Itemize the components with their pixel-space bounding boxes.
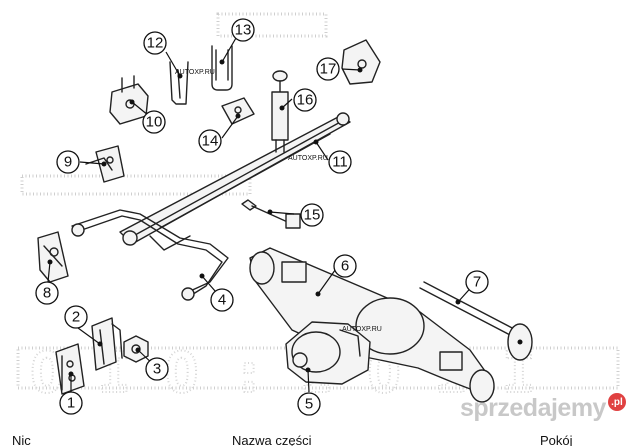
svg-text:8: 8 (43, 285, 51, 302)
half-shaft-part (419, 281, 533, 361)
brand-name: sprzedajemy (460, 393, 606, 422)
svg-text:17: 17 (320, 61, 337, 78)
mount-block-part (109, 75, 149, 125)
callout-4: 4 (210, 288, 234, 312)
callout-9: 9 (56, 150, 80, 174)
stabilizer-bar-part (71, 209, 229, 301)
callout-6: 6 (333, 254, 357, 278)
leaf-spring-part (119, 112, 351, 251)
table-header-col2: Nazwa części (232, 433, 312, 446)
callout-1: 1 (59, 391, 83, 415)
svg-text:4: 4 (218, 292, 226, 309)
callout-5: 5 (297, 392, 321, 416)
callout-7: 7 (465, 270, 489, 294)
svg-text:6: 6 (341, 258, 349, 275)
svg-text:14: 14 (202, 133, 219, 150)
callout-16: 16 (293, 88, 317, 112)
nut-part (123, 335, 149, 363)
callout-13: 13 (231, 18, 255, 42)
svg-text:10: 10 (146, 114, 163, 131)
svg-text:15: 15 (304, 207, 321, 224)
callout-12: 12 (143, 31, 167, 55)
table-header-col1: Nic (12, 433, 31, 446)
shackle-bracket-part (85, 145, 125, 183)
mounting-bracket-part (341, 39, 381, 85)
axle-housing-part (249, 247, 495, 403)
clamp-plate-part (221, 97, 255, 125)
callout-17: 17 (316, 57, 340, 81)
bracket-part (91, 317, 123, 371)
callout-3: 3 (145, 357, 169, 381)
watermark-2: AUTOXP.RU (288, 155, 328, 162)
watermark-3: AUTOXP.RU (342, 326, 382, 333)
leader-lines (46, 37, 477, 393)
callout-10: 10 (142, 110, 166, 134)
u-bolt-right-part (211, 45, 233, 91)
callout-11: 11 (328, 150, 352, 174)
svg-text:2: 2 (72, 309, 80, 326)
svg-text:12: 12 (147, 35, 164, 52)
watermark-1: AUTOXP.RU (175, 69, 215, 76)
callout-14: 14 (198, 129, 222, 153)
bracket-plate-part (55, 343, 85, 395)
pin-bolt-part (241, 199, 301, 229)
sprzedajemy-logo: sprzedajemy .pl (460, 392, 626, 424)
watermark-labels: AUTOXP.RU AUTOXP.RU AUTOXP.RU (175, 69, 382, 333)
shock-absorber-part (271, 70, 289, 153)
svg-text:16: 16 (297, 92, 314, 109)
spring-bracket-part (37, 231, 69, 283)
brand-badge: .pl (607, 393, 626, 411)
svg-text:1: 1 (67, 395, 75, 412)
svg-text:9: 9 (64, 154, 72, 171)
callout-15: 15 (300, 203, 324, 227)
svg-text:13: 13 (235, 22, 252, 39)
svg-text:3: 3 (153, 361, 161, 378)
svg-text:7: 7 (473, 274, 481, 291)
svg-text:11: 11 (332, 154, 348, 171)
callout-8: 8 (35, 281, 59, 305)
table-header-col3: Pokój (540, 433, 573, 446)
callout-2: 2 (64, 305, 88, 329)
svg-text:5: 5 (305, 396, 313, 413)
